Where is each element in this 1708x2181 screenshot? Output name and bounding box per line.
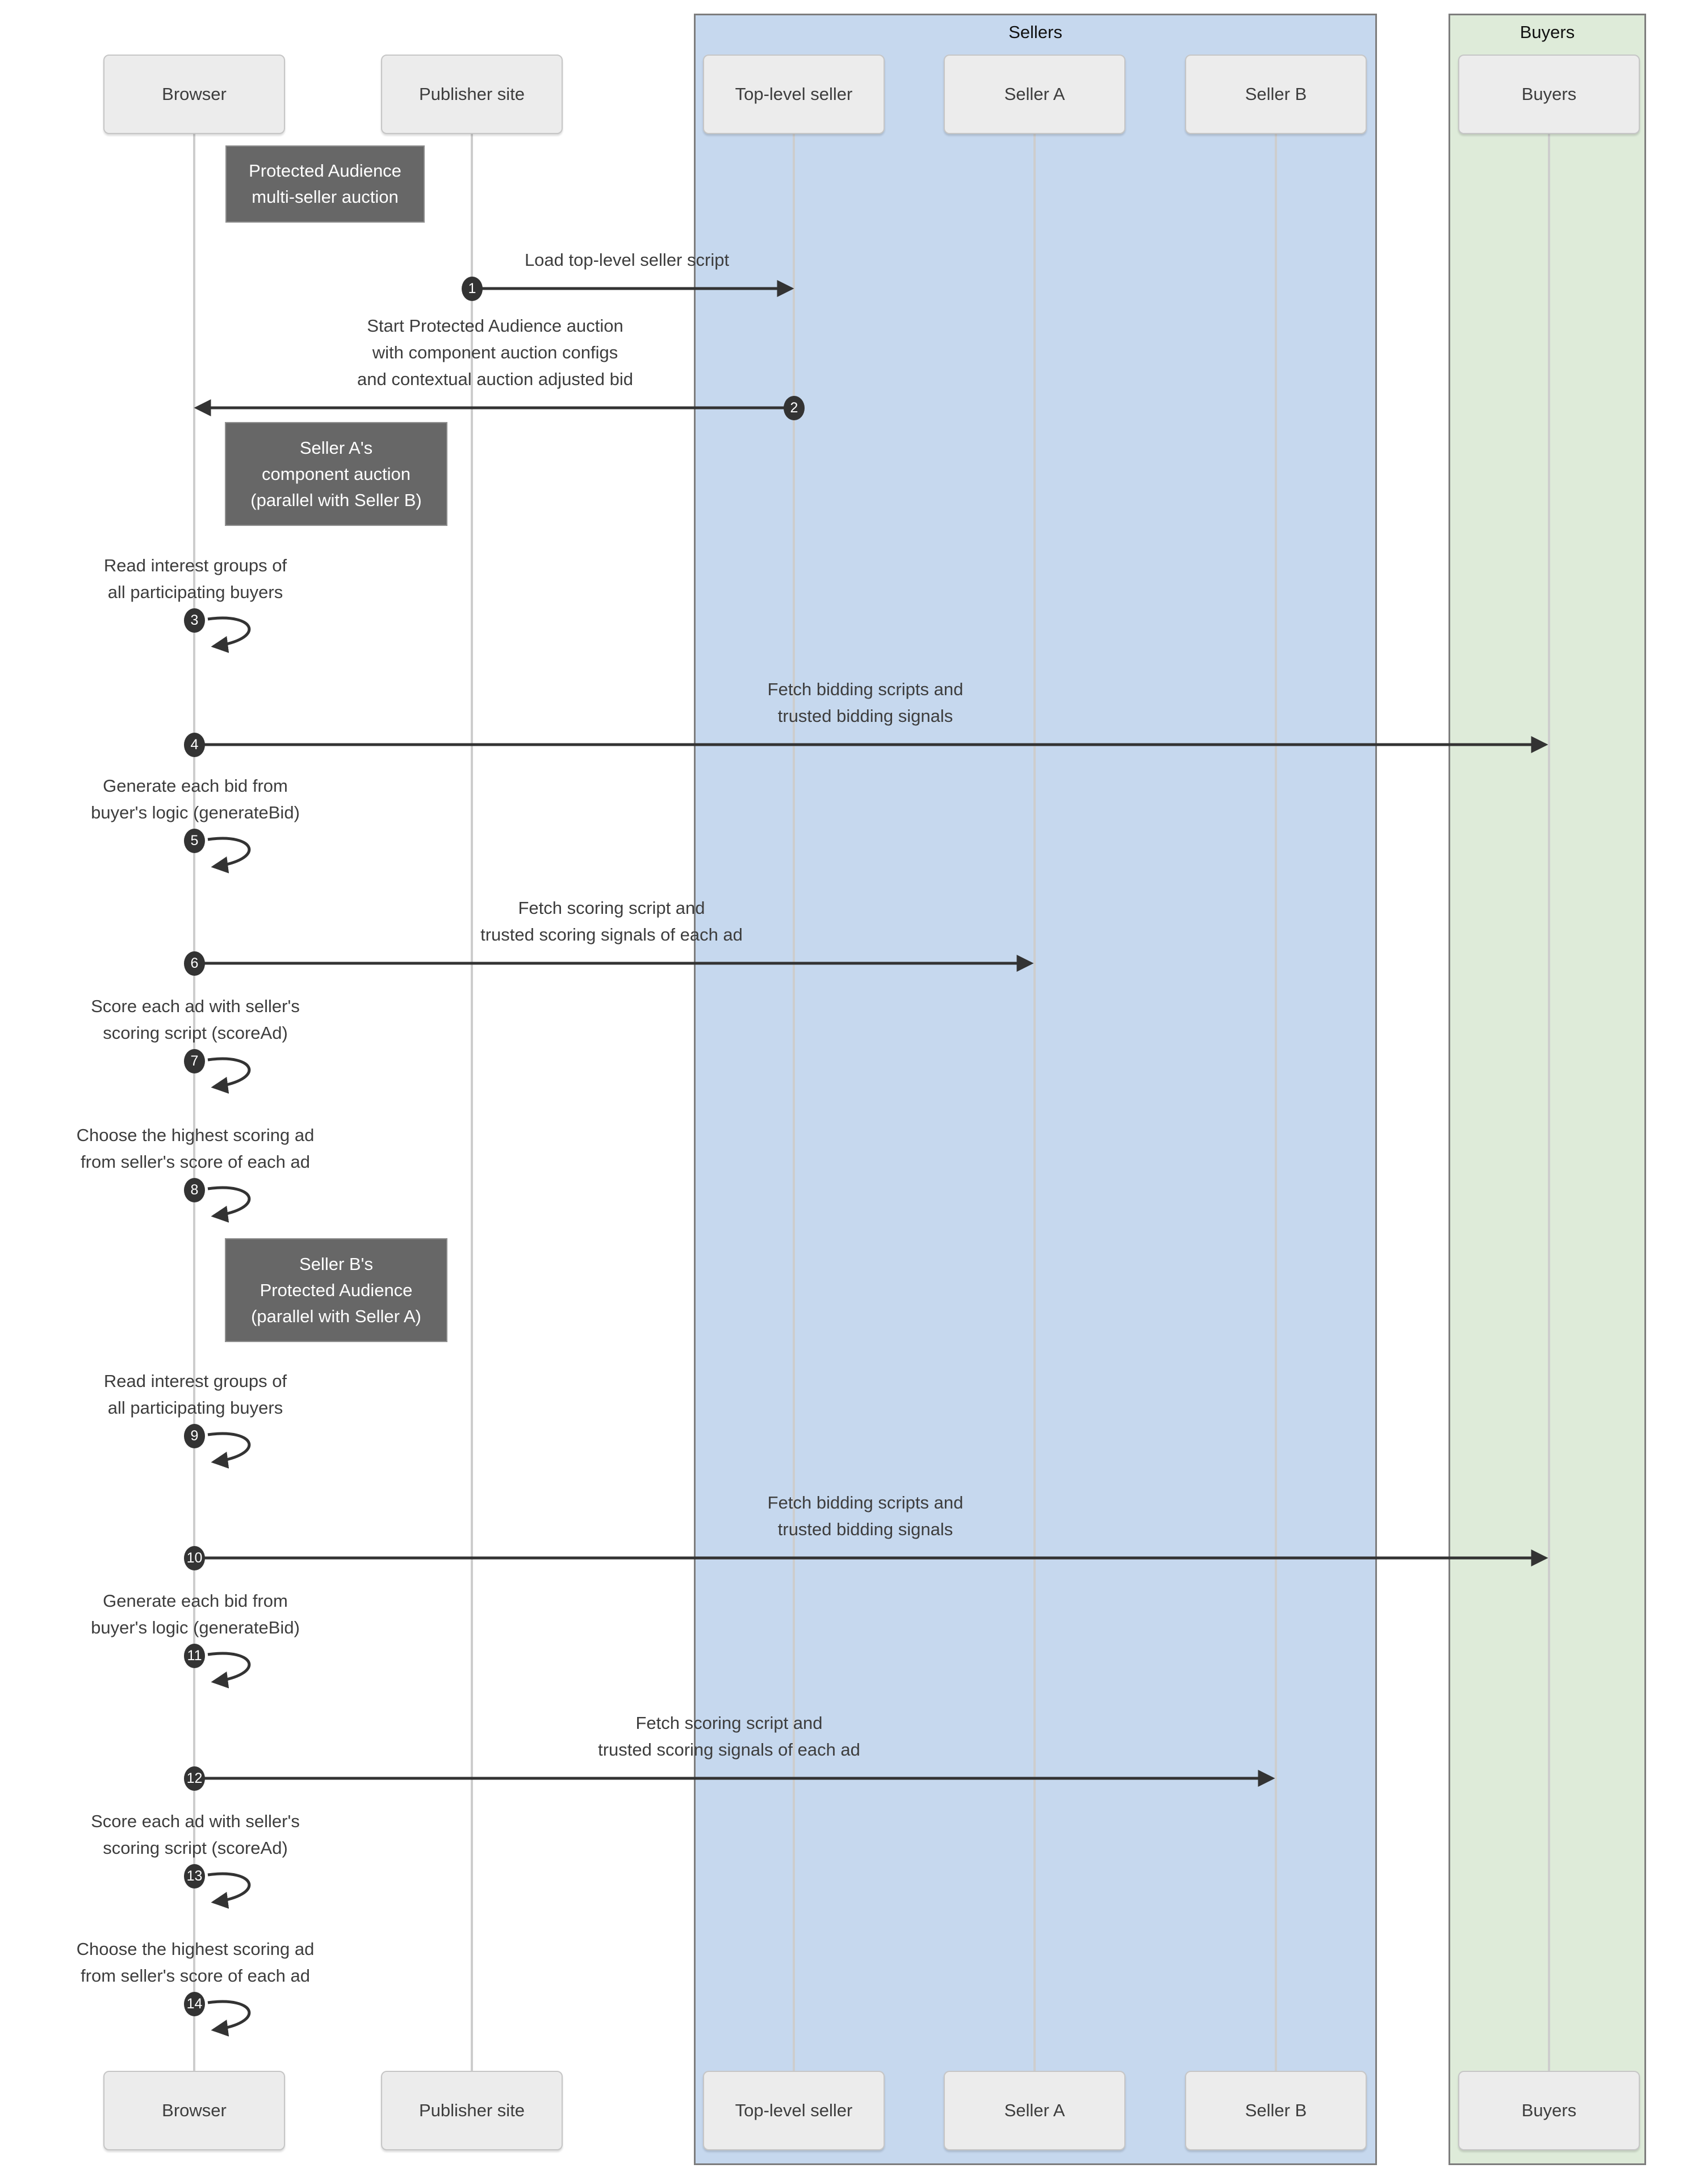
message-number-2: 2: [784, 396, 805, 420]
note-seller-a-component-auction: Seller A's component auction (parallel w…: [225, 422, 447, 526]
self-arrow-msg-13: [207, 1872, 251, 1909]
self-arrow-msg-7: [207, 1057, 251, 1094]
actor-box-seller-a-bottom: Seller A: [944, 2071, 1125, 2150]
actor-label: Browser: [162, 2100, 227, 2120]
self-arrow-msg-8: [207, 1186, 251, 1223]
actor-box-browser-top: Browser: [103, 55, 285, 134]
actor-box-seller-b-bottom: Seller B: [1185, 2071, 1367, 2150]
lifeline-top-level-seller: [793, 134, 795, 2071]
message-number-12: 12: [184, 1766, 205, 1791]
actor-label: Seller B: [1245, 84, 1307, 104]
self-arrow-msg-5: [207, 837, 251, 874]
message-number-9: 9: [184, 1424, 205, 1448]
lifeline-seller-b: [1275, 134, 1277, 2071]
group-buyers-label: Buyers: [1519, 22, 1575, 42]
self-arrow-msg-11: [207, 1652, 251, 1689]
note-line: component auction: [262, 463, 411, 484]
actor-label: Publisher site: [418, 84, 525, 104]
actor-box-buyers-top: Buyers: [1458, 55, 1640, 134]
lifeline-buyers: [1548, 134, 1550, 2071]
message-number-5: 5: [184, 829, 205, 853]
self-arrow-msg-9: [207, 1432, 251, 1469]
actor-label: Seller A: [1004, 84, 1065, 104]
actor-box-top-level-seller-top: Top-level seller: [703, 55, 885, 134]
note-seller-b-protected-audience: Seller B's Protected Audience (parallel …: [225, 1238, 447, 1342]
self-arrow-msg-14: [207, 2000, 251, 2037]
group-buyers: Buyers: [1449, 14, 1646, 2165]
actor-label: Buyers: [1521, 2100, 1577, 2120]
message-number-11: 11: [184, 1644, 205, 1668]
actor-label: Top-level seller: [735, 2100, 853, 2120]
actor-label: Browser: [162, 84, 227, 104]
message-number-10: 10: [184, 1546, 205, 1570]
actor-box-buyers-bottom: Buyers: [1458, 2071, 1640, 2150]
actor-box-browser-bottom: Browser: [103, 2071, 285, 2150]
message-number-14: 14: [184, 1992, 205, 2016]
note-multi-seller-auction: Protected Audience multi-seller auction: [225, 145, 425, 223]
message-number-13: 13: [184, 1864, 205, 1888]
actor-box-publisher-site-bottom: Publisher site: [381, 2071, 563, 2150]
lifeline-browser: [193, 134, 195, 2071]
actor-box-seller-b-top: Seller B: [1185, 55, 1367, 134]
actor-box-top-level-seller-bottom: Top-level seller: [703, 2071, 885, 2150]
message-label-1: Load top-level seller script: [524, 250, 730, 270]
actor-label: Seller B: [1245, 2100, 1307, 2120]
group-sellers-label: Sellers: [1008, 22, 1062, 42]
actor-label: Top-level seller: [735, 84, 853, 104]
self-arrow-msg-3: [207, 616, 251, 653]
note-line: Seller B's: [299, 1254, 373, 1274]
note-line: Protected Audience: [249, 161, 401, 181]
actor-label: Publisher site: [418, 2100, 525, 2120]
message-number-7: 7: [184, 1049, 205, 1073]
message-number-4: 4: [184, 733, 205, 757]
lifeline-publisher-site: [471, 134, 473, 2071]
note-line: Protected Audience: [259, 1280, 413, 1300]
note-line: multi-seller auction: [252, 187, 399, 207]
lifeline-seller-a: [1033, 134, 1036, 2071]
actor-box-publisher-site-top: Publisher site: [381, 55, 563, 134]
note-line: (parallel with Seller A): [251, 1306, 421, 1326]
actor-label: Buyers: [1521, 84, 1577, 104]
note-line: (parallel with Seller B): [250, 490, 422, 510]
actor-label: Seller A: [1004, 2100, 1065, 2120]
actor-box-seller-a-top: Seller A: [944, 55, 1125, 134]
message-number-1: 1: [462, 277, 483, 301]
message-number-8: 8: [184, 1178, 205, 1202]
note-line: Seller A's: [299, 437, 373, 458]
message-number-3: 3: [184, 608, 205, 633]
message-number-6: 6: [184, 951, 205, 976]
